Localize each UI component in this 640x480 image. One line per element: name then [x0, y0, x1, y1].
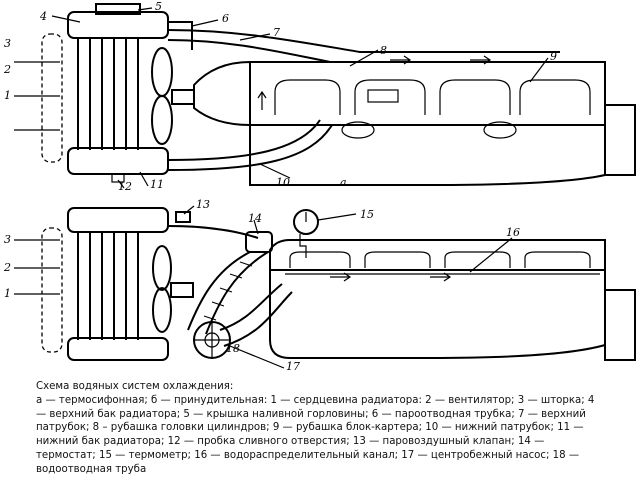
label-a-2: 2	[3, 63, 11, 76]
label-a-4: 4	[39, 10, 47, 23]
cylinder-head-jacket-a	[249, 61, 606, 126]
label-a-11: 11	[150, 178, 164, 191]
lower-hose-a	[167, 119, 321, 161]
air-arrows-a	[14, 61, 60, 131]
diagram-b-forced: 13 14 15 16 3 2 1 17 18	[3, 198, 636, 373]
label-a-8: 8	[380, 44, 387, 57]
shutter-b	[41, 227, 63, 353]
label-a-3: 3	[4, 37, 11, 50]
upper-hose-b	[167, 225, 259, 239]
label-b-15: 15	[360, 208, 374, 221]
fan-a	[151, 47, 195, 145]
shutter-a	[41, 33, 63, 163]
flywheel-housing-a	[604, 104, 636, 176]
centrifugal-pump-b	[193, 321, 231, 359]
label-b-14: 14	[248, 212, 262, 225]
water-return-pipe-b	[187, 251, 269, 335]
label-b-3: 3	[4, 233, 11, 246]
drain-plug-a	[111, 173, 125, 183]
caption-title: Схема водяных систем охлаждения:	[36, 381, 234, 392]
label-a-12: 12	[118, 180, 132, 193]
label-a-1: 1	[4, 89, 11, 102]
label-b-1: 1	[4, 287, 11, 300]
label-a-5: 5	[155, 0, 162, 13]
radiator-core-b	[77, 232, 139, 340]
label-b-17: 17	[286, 360, 300, 373]
upper-tank-a	[67, 11, 169, 39]
caption-body: а — термосифонная; б — принудительная: 1…	[36, 394, 595, 475]
lower-tank-a	[67, 147, 169, 175]
flywheel-housing-b	[604, 289, 636, 361]
label-b-2: 2	[3, 261, 11, 274]
crankcase-jacket-b	[269, 269, 606, 359]
label-a-6: 6	[222, 12, 229, 25]
front-cover-a	[193, 60, 251, 127]
upper-tank-b	[67, 207, 169, 233]
cooling-system-diagram: 4 5 6 7 8 9 3 2 1 10 11 12 а	[3, 0, 636, 373]
label-b-13: 13	[196, 198, 210, 211]
upper-hose-a	[167, 29, 560, 53]
fan-b	[152, 245, 194, 333]
steam-valve-b	[175, 211, 191, 223]
flow-arrows-a	[257, 55, 492, 110]
thermometer-b	[293, 209, 319, 258]
diagram-caption: Схема водяных систем охлаждения: а — тер…	[36, 380, 606, 477]
air-arrows-b	[14, 239, 60, 295]
cylinders-a	[274, 79, 591, 115]
label-b-18: 18	[226, 342, 240, 355]
cylinders-b	[289, 251, 591, 268]
crankcase-jacket-a	[249, 124, 606, 186]
lower-tank-b	[67, 337, 169, 361]
cylinder-head-jacket-b	[269, 239, 606, 271]
label-a-9: 9	[550, 50, 557, 63]
label-a-10: 10	[276, 176, 290, 189]
thermostat-b	[245, 231, 273, 253]
radiator-core-a	[77, 38, 139, 150]
label-a-7: 7	[273, 26, 280, 39]
label-b-16: 16	[506, 226, 520, 239]
filler-cap-a	[95, 3, 141, 15]
steam-pipe-a	[168, 21, 193, 50]
label-a-letter: а	[340, 176, 347, 189]
diagram-a-thermosiphon: 4 5 6 7 8 9 3 2 1 10 11 12 а	[3, 0, 636, 193]
